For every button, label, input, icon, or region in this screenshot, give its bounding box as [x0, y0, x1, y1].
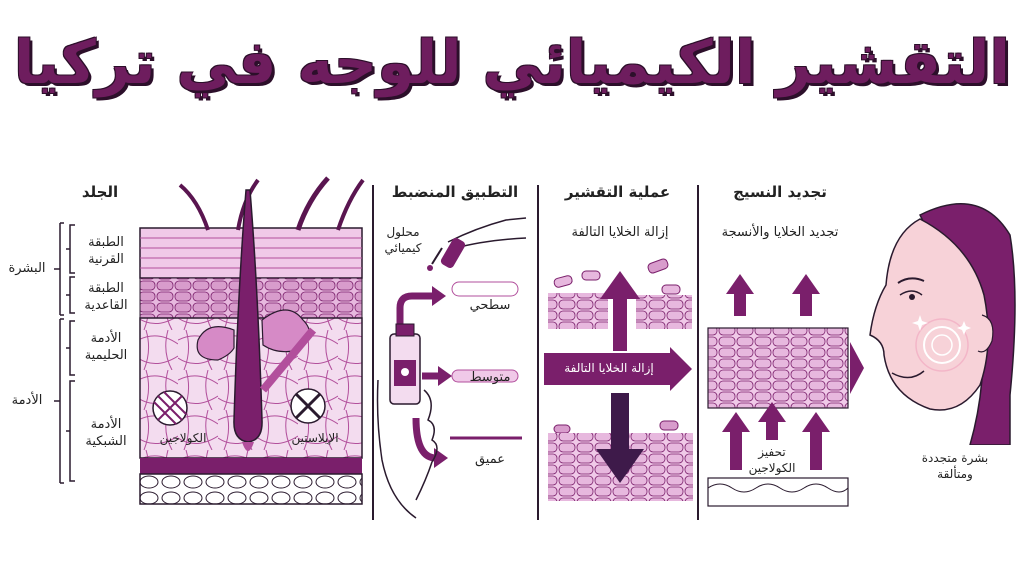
divider-3	[697, 185, 699, 520]
deep-label: عميق	[474, 452, 506, 467]
papillary-dermis-label: الأدمة الحليمية	[84, 331, 128, 363]
skin-heading: الجلد	[81, 183, 119, 201]
peeling-illustration	[544, 258, 693, 501]
elastin-label: الإيلاستين	[291, 431, 339, 445]
divider-1	[372, 185, 374, 520]
superficial-label: سطحي	[469, 298, 511, 313]
epidermis-label: البشرة	[8, 261, 46, 276]
stratum-corneum-label: الطبقة القرنية	[88, 235, 124, 267]
layer-brackets	[54, 222, 75, 484]
peeling-arrow-label: إزالة الخلايا التالفة	[564, 361, 654, 375]
face-illustration	[869, 203, 1016, 445]
peeling-heading: عملية التقشير	[564, 183, 671, 201]
result-label: بشرة متجددة ومتألقة	[921, 451, 989, 481]
reticular-dermis-label: الأدمة الشبكية	[85, 417, 127, 449]
application-illustration	[376, 217, 527, 519]
page-title: التقشير الكيميائي للوجه في تركيا	[13, 28, 1011, 98]
skin-cross-section	[139, 176, 365, 505]
chemical-solution-label: محلول كيميائي	[384, 225, 422, 255]
application-heading: التطبيق المنضبط	[391, 183, 519, 201]
damaged-cells-label: إزالة الخلايا التالفة	[571, 225, 669, 240]
renewal-illustration	[707, 274, 864, 507]
medium-label: متوسط	[469, 370, 511, 385]
collagen-stimulation-label: تحفيز الكولاجين	[748, 445, 796, 475]
collagen-label: الكولاجين	[159, 431, 207, 445]
divider-2	[537, 185, 539, 520]
dermis-label: الأدمة	[11, 393, 43, 408]
basal-layer-label: الطبقة القاعدية	[84, 281, 128, 313]
renewal-heading: تجديد النسيج	[733, 183, 827, 201]
cells-tissue-label: تجديد الخلايا والأنسجة	[721, 225, 839, 240]
